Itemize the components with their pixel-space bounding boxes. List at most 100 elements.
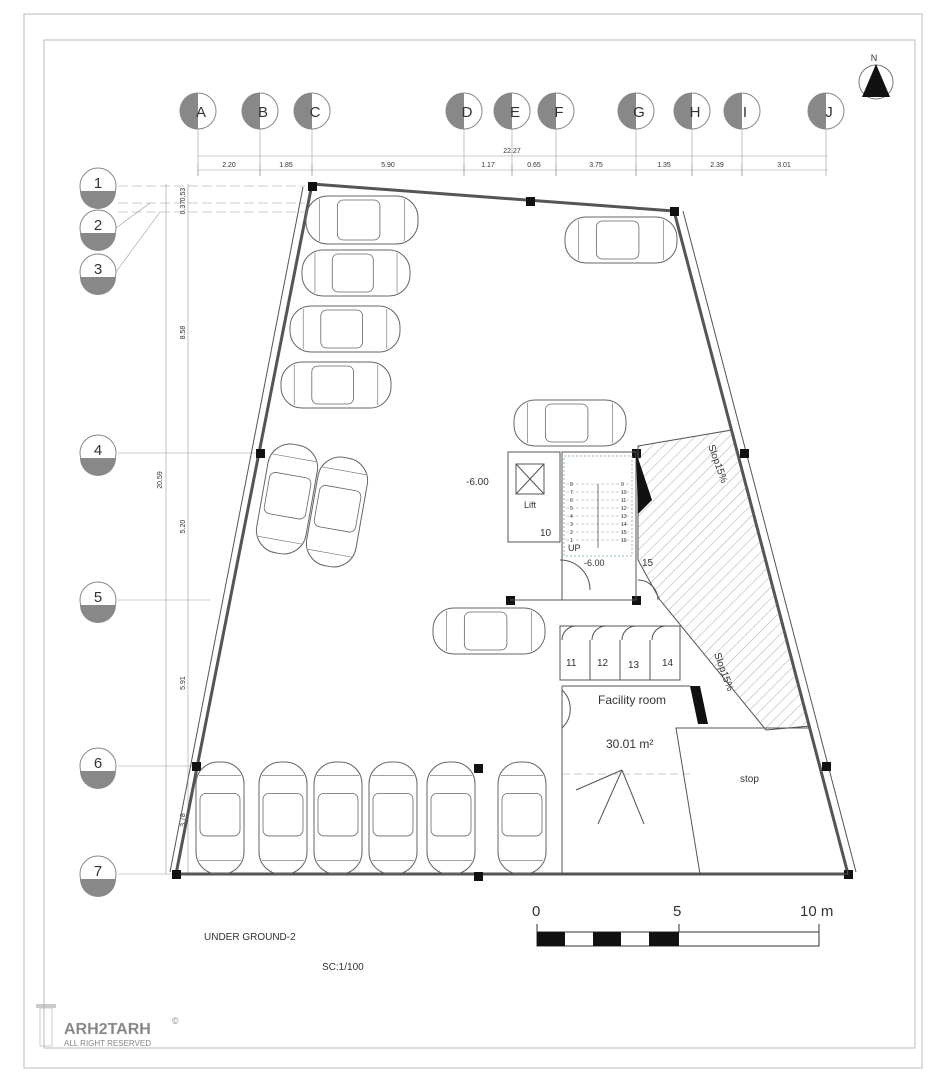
scale-10-label: 10 m	[800, 903, 833, 920]
ramp: Slop15% Slop15% stop	[636, 429, 849, 875]
grid-row-label: 4	[94, 442, 102, 459]
grid-bubble-c: C	[293, 92, 331, 130]
grid-column-label: D	[462, 104, 473, 121]
up-label: UP	[568, 543, 581, 553]
stair-step-number: 14	[621, 522, 627, 528]
grid-bubble-5: 5	[79, 581, 117, 623]
grid-bubble-b: B	[241, 92, 279, 130]
row-dimension-label: 0.53	[180, 188, 187, 202]
car-icon	[497, 761, 547, 875]
stair-step-number: 12	[621, 506, 627, 512]
stair-step-number: 7	[570, 490, 573, 496]
room-12-label: 12	[597, 658, 609, 669]
grid-row-label: 3	[94, 261, 102, 278]
car-icon	[195, 761, 245, 875]
grid-bubble-h: H	[673, 92, 711, 130]
stair-step-number: 8	[570, 482, 573, 488]
logo: ARH2TARH © ALL RIGHT RESERVED	[36, 1004, 179, 1048]
col-dimension-label: 1.85	[279, 162, 293, 169]
logo-mark: ©	[172, 1016, 179, 1026]
col-dimension-label: 1.35	[657, 162, 671, 169]
col-dimension-label: 2.20	[222, 162, 236, 169]
facility-area-label: 30.01 m²	[606, 737, 653, 751]
column	[256, 449, 265, 458]
grid-bubble-f: F	[537, 92, 575, 130]
grid-row-label: 2	[94, 217, 102, 234]
row-reference-lines	[118, 185, 305, 875]
car-icon	[280, 361, 392, 409]
grid-bubble-e: E	[493, 92, 531, 130]
stair-step-number: 15	[621, 530, 627, 536]
column	[670, 207, 679, 216]
car-icon	[305, 195, 419, 245]
car-icon	[426, 761, 476, 875]
car-icon	[301, 249, 411, 297]
facility-room-label: Facility room	[598, 693, 666, 707]
lift-label: Lift	[524, 500, 537, 510]
grid-column-label: I	[743, 104, 747, 121]
car-icon	[513, 399, 627, 447]
col-dimension-label: 0.65	[527, 162, 541, 169]
total-height-label: 20.59	[157, 471, 164, 489]
column	[308, 182, 317, 191]
column	[474, 764, 483, 773]
row-dimension-label: 8.58	[180, 326, 187, 340]
grid-bubble-j: J	[807, 92, 845, 130]
row-dimension-label: 3.78	[180, 813, 187, 827]
inner-frame	[43, 39, 916, 1049]
stair-step-number: 13	[621, 514, 627, 520]
grid-bubble-d: D	[445, 92, 483, 130]
grid-bubble-g: G	[617, 92, 655, 130]
grid-column-label: G	[633, 104, 645, 121]
grid-bubble-7: 7	[79, 855, 117, 897]
level-left-label: -6.00	[466, 477, 489, 488]
stair-step-number: 1	[570, 538, 573, 544]
column	[526, 197, 535, 206]
column	[740, 449, 749, 458]
scale-0-label: 0	[532, 903, 540, 920]
grid-row-label: 6	[94, 755, 102, 772]
car-icon	[368, 761, 418, 875]
grid-bubble-i: I	[723, 92, 761, 130]
grid-bubble-3: 3	[79, 253, 117, 295]
stair-step-number: 5	[570, 506, 573, 512]
car-icon	[258, 761, 308, 875]
stair-step-number: 2	[570, 530, 573, 536]
scale-note: SC:1/100	[322, 962, 364, 973]
car-icon	[432, 607, 546, 655]
parking-cars	[195, 195, 678, 875]
car-icon	[289, 305, 401, 353]
room-13-label: 13	[628, 660, 640, 671]
column	[822, 762, 831, 771]
col-dimension-label: 1.17	[481, 162, 495, 169]
outer-frame	[23, 13, 923, 1069]
grid-column-label: C	[310, 104, 321, 121]
room-10-label: 10	[540, 528, 552, 539]
stair-step-number: 11	[621, 498, 626, 504]
stair-step-number: 9	[621, 482, 624, 488]
scale-5-label: 5	[673, 903, 681, 920]
grid-column-label: H	[690, 104, 701, 121]
plan-title: UNDER GROUND-2	[204, 932, 296, 943]
room-14-label: 14	[662, 658, 674, 669]
stop-label: stop	[740, 774, 759, 785]
grid-column-label: E	[510, 104, 520, 121]
stair-step-number: 10	[621, 490, 627, 496]
logo-sub: ALL RIGHT RESERVED	[64, 1039, 151, 1048]
grid-bubble-1: 1	[79, 167, 117, 209]
stair-step-number: 4	[570, 514, 573, 520]
grid-row-label: 1	[94, 175, 102, 192]
grid-column-label: A	[196, 104, 206, 121]
col-dimension-label: 3.75	[589, 162, 603, 169]
car-icon	[305, 456, 369, 568]
row-dimension-label: 0.37	[180, 201, 187, 215]
grid-bubble-4: 4	[79, 434, 117, 476]
logo-name: ARH2TARH	[64, 1021, 151, 1038]
left-dimension: 20.59 0.530.378.585.205.913.78	[157, 184, 189, 874]
row-dimension-label: 5.91	[180, 676, 187, 690]
grid-bubble-a: A	[179, 92, 217, 130]
car-icon	[255, 443, 319, 555]
